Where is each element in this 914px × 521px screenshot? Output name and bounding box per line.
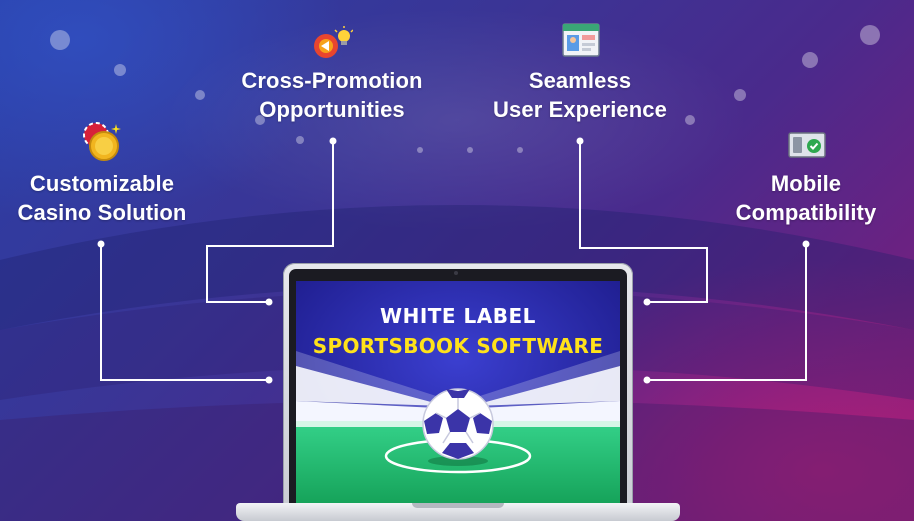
connector-dot <box>329 137 337 145</box>
connector-casino <box>100 246 268 381</box>
soccer-ball-icon <box>422 388 494 466</box>
feature-title-line: Compatibility <box>735 200 877 225</box>
screen-title-yellow: SPORTSBOOK SOFTWARE <box>312 334 604 358</box>
feature-cross-promotion: Cross-Promotion Opportunities <box>232 66 432 124</box>
feature-mobile: Mobile Compatibility <box>708 169 904 227</box>
connector-seamless <box>579 143 708 303</box>
megaphone-bulb-icon <box>314 26 353 58</box>
webcam-icon <box>454 271 458 275</box>
connector-dot <box>265 376 273 384</box>
screen-artwork <box>296 281 620 503</box>
connector-dot <box>576 137 584 145</box>
connector-dot <box>643 298 651 306</box>
device-check-icon <box>788 132 826 158</box>
feature-title-line: Cross-Promotion <box>241 68 423 93</box>
connector-dot <box>97 240 105 248</box>
feature-title-line: User Experience <box>493 97 667 122</box>
connector-dot <box>802 240 810 248</box>
feature-title-line: Customizable <box>29 171 175 196</box>
feature-title-line: Mobile <box>770 171 842 196</box>
feature-title-line: Seamless <box>528 68 632 93</box>
browser-window-icon <box>562 23 600 57</box>
laptop-screen: WHITE LABEL SPORTSBOOK SOFTWARE <box>296 281 620 503</box>
laptop-base <box>236 503 680 521</box>
connector-cross-promotion <box>206 143 334 303</box>
feature-title-line: Casino Solution <box>17 200 187 225</box>
connector-mobile <box>648 246 807 381</box>
feature-seamless: Seamless User Experience <box>470 66 690 124</box>
casino-chips-icon <box>83 122 121 161</box>
feature-title-line: Opportunities <box>259 97 405 122</box>
screen-title-white: WHITE LABEL <box>380 304 536 328</box>
feature-casino: Customizable Casino Solution <box>2 169 202 227</box>
connector-dot <box>643 376 651 384</box>
stadium-lights <box>50 25 880 153</box>
connector-dot <box>265 298 273 306</box>
laptop-notch <box>412 503 504 508</box>
